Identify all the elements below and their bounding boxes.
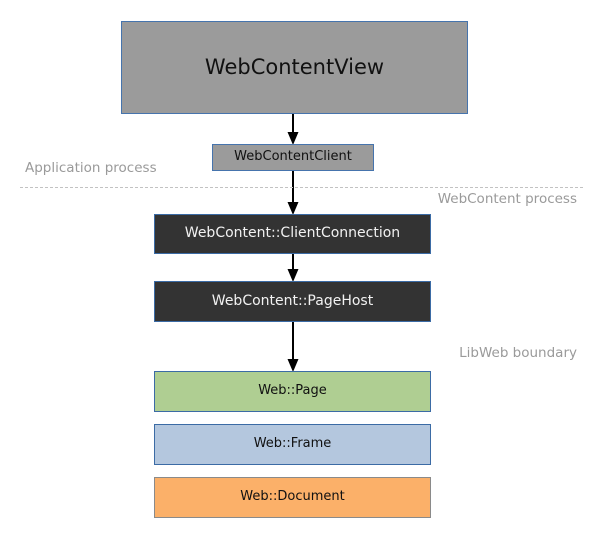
node-web-page-label: Web::Page [258, 383, 327, 399]
node-web-document[interactable]: Web::Document [154, 477, 431, 518]
node-webcontentview-label: WebContentView [204, 54, 385, 79]
arrow-clientconnection-to-pagehost [287, 252, 299, 282]
arrow-webcontentview-to-webcontentclient [287, 112, 299, 145]
node-webcontent-clientconnection-label: WebContent::ClientConnection [184, 225, 401, 242]
boundary-label-libweb: LibWeb boundary [459, 345, 577, 361]
node-web-frame-label: Web::Frame [253, 436, 332, 452]
node-webcontentclient-label: WebContentClient [234, 149, 352, 165]
node-webcontent-pagehost[interactable]: WebContent::PageHost [154, 281, 431, 322]
arrow-webcontentclient-to-clientconnection [287, 169, 299, 215]
boundary-label-webcontent-process: WebContent process [437, 191, 577, 207]
process-boundary-divider [20, 187, 583, 188]
node-web-page[interactable]: Web::Page [154, 371, 431, 412]
boundary-label-application-process: Application process [25, 160, 157, 176]
node-webcontent-clientconnection[interactable]: WebContent::ClientConnection [154, 214, 431, 254]
arrow-pagehost-to-page [287, 320, 299, 372]
node-web-document-label: Web::Document [240, 489, 345, 505]
node-webcontent-pagehost-label: WebContent::PageHost [211, 292, 374, 309]
node-webcontentview[interactable]: WebContentView [121, 21, 468, 114]
node-web-frame[interactable]: Web::Frame [154, 424, 431, 465]
node-webcontentclient[interactable]: WebContentClient [212, 144, 374, 171]
